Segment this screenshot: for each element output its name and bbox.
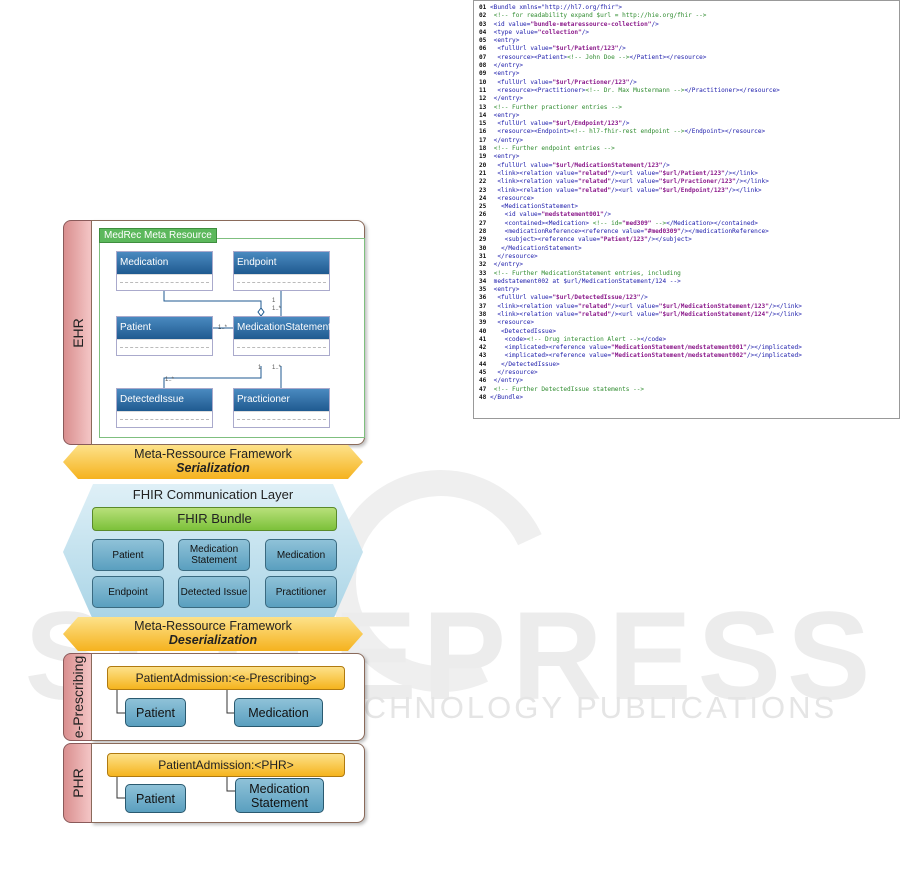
ehr-tab: EHR: [63, 220, 93, 445]
code-line: 35 <entry>: [479, 286, 520, 294]
code-line: 23 <link><relation value="related"/><url…: [479, 186, 762, 194]
code-line: 03 <id value="bundle-metaressource-colle…: [479, 20, 659, 28]
eprescribing-tab: e-Prescribing: [63, 653, 93, 741]
code-line: 04 <type value="collection"/>: [479, 28, 590, 36]
code-line: 41 <code><!-- Drug interaction Alert -->…: [479, 335, 667, 343]
code-line: 46 </entry>: [479, 377, 524, 385]
code-line: 19 <entry>: [479, 153, 520, 161]
code-line: 42 <implicated><reference value="Medicat…: [479, 344, 802, 352]
code-line: 30 </MedicationStatement>: [479, 244, 582, 252]
fhir-resource-patient: Patient: [92, 539, 164, 571]
phr-tab-label: PHR: [70, 768, 86, 798]
uml-class-endpoint: Endpoint: [233, 251, 330, 291]
code-line: 31 </resource>: [479, 252, 538, 260]
multiplicity-label: 1: [258, 365, 262, 371]
uml-class-detectedissue: DetectedIssue: [116, 388, 213, 428]
code-line: 27 <contained><Medication> <!-- id="med3…: [479, 219, 758, 227]
code-line: 40 <DetectedIssue>: [479, 327, 557, 335]
code-line: 17 </entry>: [479, 136, 524, 144]
eprescribing-admission: PatientAdmission:<e-Prescribing>: [107, 666, 345, 690]
code-line: 38 <link><relation value="related"/><url…: [479, 310, 802, 318]
code-line: 02 <!-- for readability expand $url = ht…: [479, 12, 707, 20]
code-line: 32 </entry>: [479, 261, 524, 269]
multiplicity-label: 1..*: [272, 306, 282, 312]
serialization-line1: Meta-Ressource Framework: [134, 447, 292, 461]
code-line: 08 </entry>: [479, 62, 524, 70]
code-line: 26 <id value="medstatement001"/>: [479, 211, 612, 219]
code-line: 07 <resource><Patient><!-- John Doe --><…: [479, 53, 707, 61]
multiplicity-label: 1..*: [218, 325, 228, 331]
code-line: 37 <link><relation value="related"/><url…: [479, 302, 802, 310]
uml-connectors: [163, 288, 282, 388]
code-line: 11 <resource><Practitioner><!-- Dr. Max …: [479, 86, 780, 94]
phr-connectors: [116, 776, 235, 799]
code-line: 21 <link><relation value="related"/><url…: [479, 169, 758, 177]
deserialization-line1: Meta-Ressource Framework: [134, 619, 292, 633]
code-line: 33 <!-- Further MedicationStatement entr…: [479, 269, 681, 277]
fhir-layer-title: FHIR Communication Layer: [132, 487, 294, 502]
multiplicity-label: 1..*: [165, 377, 175, 383]
phr-patient: Patient: [125, 784, 186, 813]
code-line: 25 <MedicationStatement>: [479, 203, 579, 211]
code-line: 36 <fullUrl value="$url/DetectedIssue/12…: [479, 294, 648, 302]
code-line: 28 <medicationReference><reference value…: [479, 228, 769, 236]
code-line: 22 <link><relation value="related"/><url…: [479, 178, 769, 186]
code-line: 45 </resource>: [479, 369, 538, 377]
code-line: 24 <resource>: [479, 194, 535, 202]
eprescribing-tab-label: e-Prescribing: [70, 655, 86, 739]
code-line: 13 <!-- Further practioner entries -->: [479, 103, 623, 111]
serialization-banner: Meta-Ressource Framework Serialization: [63, 445, 363, 479]
code-line: 18 <!-- Further endpoint entries -->: [479, 145, 615, 153]
code-line: 15 <fullUrl value="$url/Endpoint/123"/>: [479, 120, 630, 128]
fhir-bundle: FHIR Bundle: [92, 507, 337, 531]
uml-class-medicationstatement: MedicationStatement: [233, 316, 331, 356]
eprescribing-medication: Medication: [234, 698, 323, 727]
code-line: 16 <resource><Endpoint><!-- hl7-fhir-res…: [479, 128, 766, 136]
code-line: 06 <fullUrl value="$url/Patient/123"/>: [479, 45, 626, 53]
code-line: 47 <!-- Further DetectedIssue statements…: [479, 385, 645, 393]
eprescribing-connectors: [116, 689, 234, 714]
code-line: 05 <entry>: [479, 37, 520, 45]
code-line: 09 <entry>: [479, 70, 520, 78]
fhir-resource-medication-statement: Medication Statement: [178, 539, 250, 571]
fhir-resource-practitioner: Practitioner: [265, 576, 337, 608]
code-line: 39 <resource>: [479, 319, 535, 327]
fhir-resource-detected-issue: Detected Issue: [178, 576, 250, 608]
phr-admission: PatientAdmission:<PHR>: [107, 753, 345, 777]
phr-tab: PHR: [63, 743, 93, 823]
multiplicity-label: 1..*: [272, 365, 282, 371]
code-line: 14 <entry>: [479, 111, 520, 119]
uml-class-patient: Patient: [116, 316, 213, 356]
deserialization-line2: Deserialization: [168, 633, 258, 647]
code-line: 43 <implicated><reference value="Medicat…: [479, 352, 802, 360]
fhir-resource-medication: Medication: [265, 539, 337, 571]
fhir-bundle-xml-listing: 01 <Bundle xmlns="http://hl7.org/fhir">0…: [473, 0, 900, 419]
code-line: 20 <fullUrl value="$url/MedicationStatem…: [479, 161, 670, 169]
uml-class-practicioner: Practicioner: [233, 388, 330, 428]
phr-medication-statement: Medication Statement: [235, 778, 324, 813]
code-line: 48 </Bundle>: [479, 393, 524, 401]
multiplicity-label: 1: [272, 298, 276, 304]
meta-resource-title: MedRec Meta Resource: [99, 228, 217, 243]
code-line: 44 </DetectedIssue>: [479, 360, 560, 368]
ehr-tab-label: EHR: [70, 317, 86, 348]
deserialization-banner: Meta-Ressource Framework Deserialization: [63, 617, 363, 651]
eprescribing-patient: Patient: [125, 698, 186, 727]
uml-class-medication: Medication: [116, 251, 213, 291]
fhir-resource-endpoint: Endpoint: [92, 576, 164, 608]
code-line: 34 medstatement002 at $url/MedicationSta…: [479, 277, 681, 285]
code-line: 12 </entry>: [479, 95, 524, 103]
code-line: 01 <Bundle xmlns="http://hl7.org/fhir">: [479, 4, 623, 11]
code-line: 10 <fullUrl value="$url/Practioner/123"/…: [479, 78, 637, 86]
serialization-line2: Serialization: [176, 461, 250, 475]
code-line: 29 <subject><reference value="Patient/12…: [479, 236, 692, 244]
